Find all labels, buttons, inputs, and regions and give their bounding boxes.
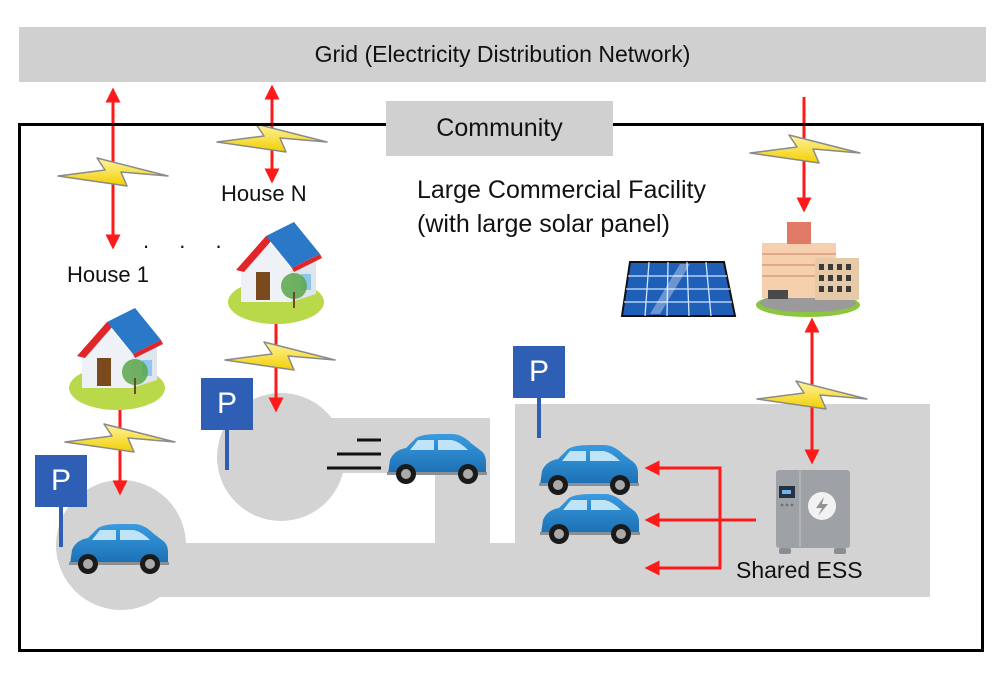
house-1-label: House 1 <box>67 262 149 287</box>
motion-lines-icon <box>327 438 381 470</box>
facility-label: Large Commercial Facility (with large so… <box>417 173 706 241</box>
community-label: Community <box>436 114 563 142</box>
ess-label: Shared ESS <box>736 557 863 583</box>
more-houses-ellipsis: . . . <box>143 228 234 253</box>
house-n-label: House N <box>221 181 307 206</box>
parking-sign-letter: P <box>50 464 71 497</box>
shared-ess-icon <box>776 470 850 554</box>
arrow-ess-ev-1 <box>644 460 722 520</box>
facility-label-line1: Large Commercial Facility <box>417 176 706 204</box>
solar-panel-icon <box>620 261 737 317</box>
commercial-building-icon <box>756 222 860 317</box>
arrow-ess-ev-3 <box>644 520 722 576</box>
ess-distribution-arrows <box>644 460 756 576</box>
parking-sign-letter: P <box>216 387 237 420</box>
grid-label: Grid (Electricity Distribution Network) <box>314 41 691 67</box>
parking-sign-letter: P <box>528 355 549 388</box>
facility-label-line2: (with large solar panel) <box>417 210 670 238</box>
grid-bar: Grid (Electricity Distribution Network) <box>19 27 986 82</box>
community-label-box: Community <box>386 101 613 156</box>
